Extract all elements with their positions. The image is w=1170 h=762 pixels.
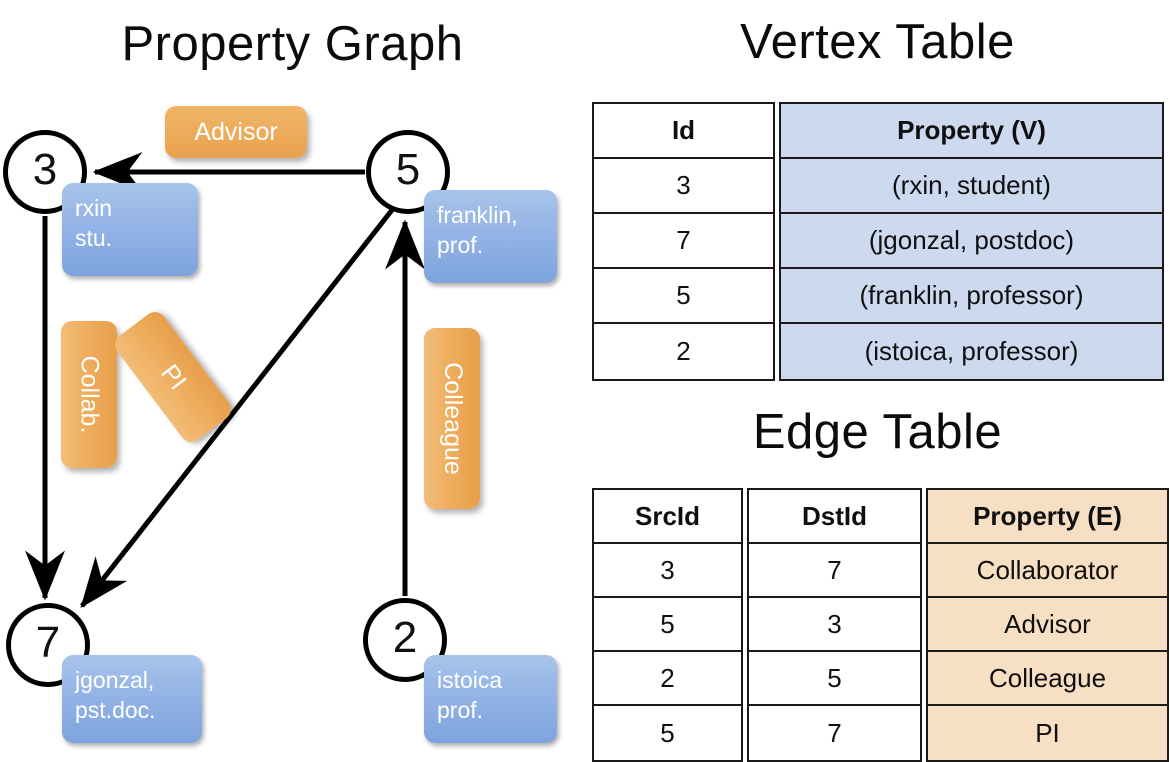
vertex-property-box-7-name: jgonzal, <box>75 667 155 693</box>
vertex-property-box-7: jgonzal, pst.doc. <box>62 655 202 743</box>
edge-table-cell-property-2: Colleague <box>928 652 1167 706</box>
vertex-node-3-id: 3 <box>32 145 58 194</box>
vertex-property-box-2-name: istoica <box>437 667 503 693</box>
vertex-property-box-5: franklin, prof. <box>424 190 557 283</box>
vertex-table-cell-id-2: 5 <box>594 269 773 324</box>
edge-label-collab-text: Collab. <box>75 355 104 434</box>
vertex-property-box-2-role: prof. <box>437 697 484 723</box>
vertex-table-cell-property-3: (istoica, professor) <box>781 324 1162 379</box>
vertex-property-box-3-role: stu. <box>75 225 113 251</box>
vertex-table: Id 3 7 5 2 Property (V) (rxin, student) … <box>592 102 1164 381</box>
vertex-table-cell-id-3: 2 <box>594 324 773 379</box>
edge-label-colleague-text: Colleague <box>438 362 467 475</box>
page-title-property-graph: Property Graph <box>121 17 464 71</box>
graph-edges-layer <box>25 152 425 608</box>
edge-table: SrcId 3 5 2 5 DstId 7 3 5 7 Property (E)… <box>592 488 1169 762</box>
edge-table-cell-dst-2: 5 <box>749 652 920 706</box>
vertex-table-cell-property-0: (rxin, student) <box>781 159 1162 214</box>
edge-label-pi-text: PI <box>155 358 192 395</box>
edge-table-cell-src-0: 3 <box>594 544 741 598</box>
edge-label-collab: Collab. <box>61 321 117 468</box>
vertex-property-box-5-role: prof. <box>437 232 484 258</box>
edge-table-header-srcid: SrcId <box>594 490 741 544</box>
edge-table-header-property: Property (E) <box>928 490 1167 544</box>
edge-table-cell-property-0: Collaborator <box>928 544 1167 598</box>
vertex-property-box-3: rxin stu. <box>62 183 198 276</box>
edge-table-cell-dst-3: 7 <box>749 706 920 760</box>
vertex-property-box-3-name: rxin <box>75 195 113 221</box>
edge-table-cell-dst-1: 3 <box>749 598 920 652</box>
edge-table-cell-property-1: Advisor <box>928 598 1167 652</box>
edge-table-header-dstid: DstId <box>749 490 920 544</box>
vertex-node-2: 2 <box>363 598 447 682</box>
vertex-table-column-id: Id 3 7 5 2 <box>592 102 775 381</box>
property-graph-diagram: Advisor Collab. PI Colleague 3 5 7 2 rxi… <box>0 0 585 760</box>
page-title-vertex-table: Vertex Table <box>740 15 1015 69</box>
vertex-table-header-id: Id <box>594 104 773 159</box>
vertex-property-box-7-role: pst.doc. <box>75 697 156 723</box>
edge-table-cell-src-3: 5 <box>594 706 741 760</box>
vertex-table-header-property: Property (V) <box>781 104 1162 159</box>
vertex-table-cell-id-0: 3 <box>594 159 773 214</box>
vertex-node-5: 5 <box>366 130 450 214</box>
vertex-node-5-id: 5 <box>395 145 421 194</box>
vertex-node-7-id: 7 <box>35 618 61 667</box>
vertex-node-2-id: 2 <box>392 613 418 662</box>
edge-label-advisor-text: Advisor <box>194 117 278 146</box>
vertex-table-cell-property-1: (jgonzal, postdoc) <box>781 214 1162 269</box>
edge-table-cell-src-1: 5 <box>594 598 741 652</box>
edge-table-cell-dst-0: 7 <box>749 544 920 598</box>
edge-table-column-dstid: DstId 7 3 5 7 <box>747 488 922 762</box>
vertex-property-box-5-name: franklin, <box>437 202 518 228</box>
vertex-table-column-property: Property (V) (rxin, student) (jgonzal, p… <box>779 102 1164 381</box>
edge-table-cell-src-2: 2 <box>594 652 741 706</box>
edge-label-colleague: Colleague <box>424 328 480 509</box>
edge-table-column-property: Property (E) Collaborator Advisor Collea… <box>926 488 1169 762</box>
vertex-property-box-2: istoica prof. <box>424 655 557 743</box>
edge-table-cell-property-3: PI <box>928 706 1167 760</box>
vertex-table-cell-id-1: 7 <box>594 214 773 269</box>
edge-table-column-srcid: SrcId 3 5 2 5 <box>592 488 743 762</box>
page-title-edge-table: Edge Table <box>752 405 1003 459</box>
edge-arrow-5-to-7 <box>80 208 394 608</box>
edge-label-advisor: Advisor <box>165 106 307 158</box>
vertex-table-cell-property-2: (franklin, professor) <box>781 269 1162 324</box>
